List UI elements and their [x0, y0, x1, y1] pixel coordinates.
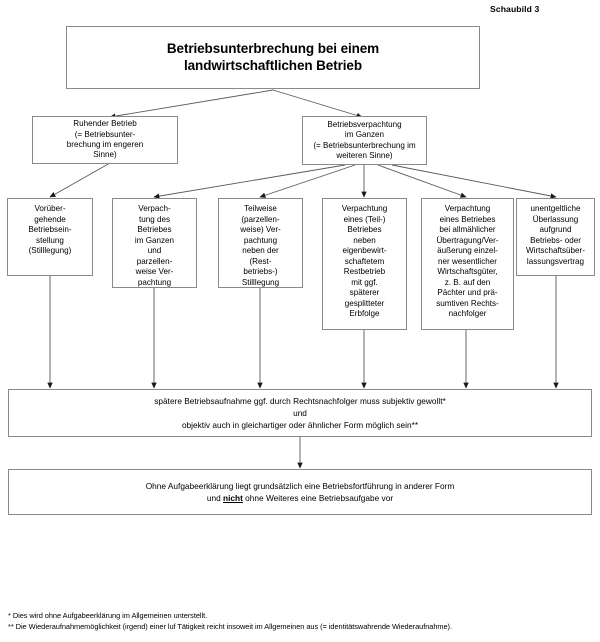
node-verpachtung-ganzen-parzellenweise: Verpach- tung des Betriebes im Ganzen un… [112, 198, 197, 288]
result-line-2-suffix: ohne Weiteres eine Betriebsaufgabe vor [242, 493, 394, 503]
footnotes: * Dies wird ohne Aufgabeerklärung im All… [8, 610, 452, 633]
node-verpachtung-allmaehliche-uebertragung: Verpachtung eines Betriebes bei allmähli… [421, 198, 514, 330]
node-unentgeltliche-ueberlassung: unentgeltliche Überlassung aufgrund Betr… [516, 198, 595, 276]
result-line-2: und nicht ohne Weiteres eine Betriebsauf… [146, 492, 455, 504]
title-box: Betriebsunterbrechung bei einem landwirt… [66, 26, 480, 89]
result-emphasis-nicht: nicht [223, 493, 243, 503]
result-box-ohne-aufgabeerklaerung: Ohne Aufgabeerklärung liegt grundsätzlic… [8, 469, 592, 515]
node-betriebsverpachtung: Betriebsverpachtung im Ganzen (= Betrieb… [302, 116, 427, 165]
node-verpachtung-teilbetrieb-erbfolge: Verpachtung eines (Teil-) Betriebes nebe… [322, 198, 407, 330]
node-ruhender-betrieb: Ruhender Betrieb (= Betriebsunter- brech… [32, 116, 178, 164]
footnote-2: ** Die Wiederaufnahmemöglichkeit (irgend… [8, 622, 452, 632]
node-teilweise-verpachtung-stilllegung: Teilweise (parzellen- weise) Ver- pachtu… [218, 198, 303, 288]
node-voruebergehende-betriebseinstellung: Vorüber- gehende Betriebsein- stellung (… [7, 198, 93, 276]
result-line-1: Ohne Aufgabeerklärung liegt grundsätzlic… [145, 480, 455, 491]
result-line-2-prefix: und [206, 493, 224, 503]
result-box-spaetere-betriebsaufnahme: spätere Betriebsaufnahme ggf. durch Rech… [8, 389, 592, 437]
footnote-1: * Dies wird ohne Aufgabeerklärung im All… [8, 611, 208, 620]
figure-caption: Schaubild 3 [490, 4, 540, 14]
